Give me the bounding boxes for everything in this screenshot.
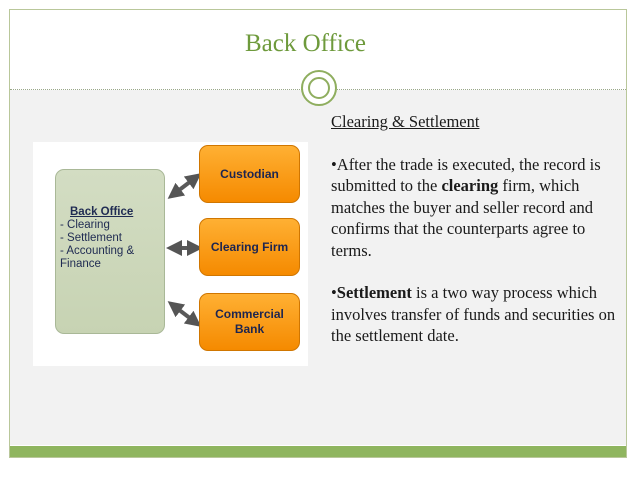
clearing-firm-box: Clearing Firm xyxy=(199,218,300,276)
back-office-item-finance: Finance xyxy=(60,258,101,270)
custodian-label: Custodian xyxy=(220,166,279,181)
back-office-item-clearing: - Clearing xyxy=(60,219,110,231)
clearing-text-start: •After the trade is executed, the record… xyxy=(331,154,601,196)
back-office-box: Back Office - Clearing - Settlement - Ac… xyxy=(55,169,165,334)
back-office-item-settlement: - Settlement xyxy=(60,232,122,244)
custodian-box: Custodian xyxy=(199,145,300,203)
slide-title: Back Office xyxy=(245,30,367,57)
settlement-bullet: • xyxy=(331,283,337,302)
title-ring-ornament xyxy=(301,70,337,106)
commercial-bank-label: Commercial Bank xyxy=(215,307,284,337)
back-office-item-accounting: - Accounting & xyxy=(60,245,135,257)
arrow-commercial-bank xyxy=(167,301,202,327)
commercial-bank-box: Commercial Bank xyxy=(199,293,300,351)
back-office-diagram: Back Office - Clearing - Settlement - Ac… xyxy=(33,142,308,366)
commercial-bank-line-2: Bank xyxy=(234,322,265,336)
clearing-paragraph: •After the trade is executed, the record… xyxy=(331,154,616,262)
back-office-box-title: Back Office xyxy=(70,206,134,218)
diagram-arrows xyxy=(166,173,203,327)
arrow-custodian xyxy=(167,173,202,199)
title-ring-inner xyxy=(308,77,330,99)
settlement-paragraph: •Settlement is a two way process which i… xyxy=(331,282,616,347)
settlement-text: is a two way process which involves tran… xyxy=(331,283,616,345)
clearing-text-end: firm, which matches the buyer and seller… xyxy=(331,176,594,260)
clearing-bold: clearing xyxy=(441,176,499,195)
settlement-bold: Settlement xyxy=(336,283,412,302)
footer-bar xyxy=(10,446,626,457)
slide-frame xyxy=(9,9,627,458)
body-text: Clearing & Settlement •After the trade i… xyxy=(331,111,616,368)
clearing-firm-label: Clearing Firm xyxy=(210,239,289,254)
section-heading: Clearing & Settlement xyxy=(331,112,480,131)
commercial-bank-line-1: Commercial xyxy=(215,307,284,321)
